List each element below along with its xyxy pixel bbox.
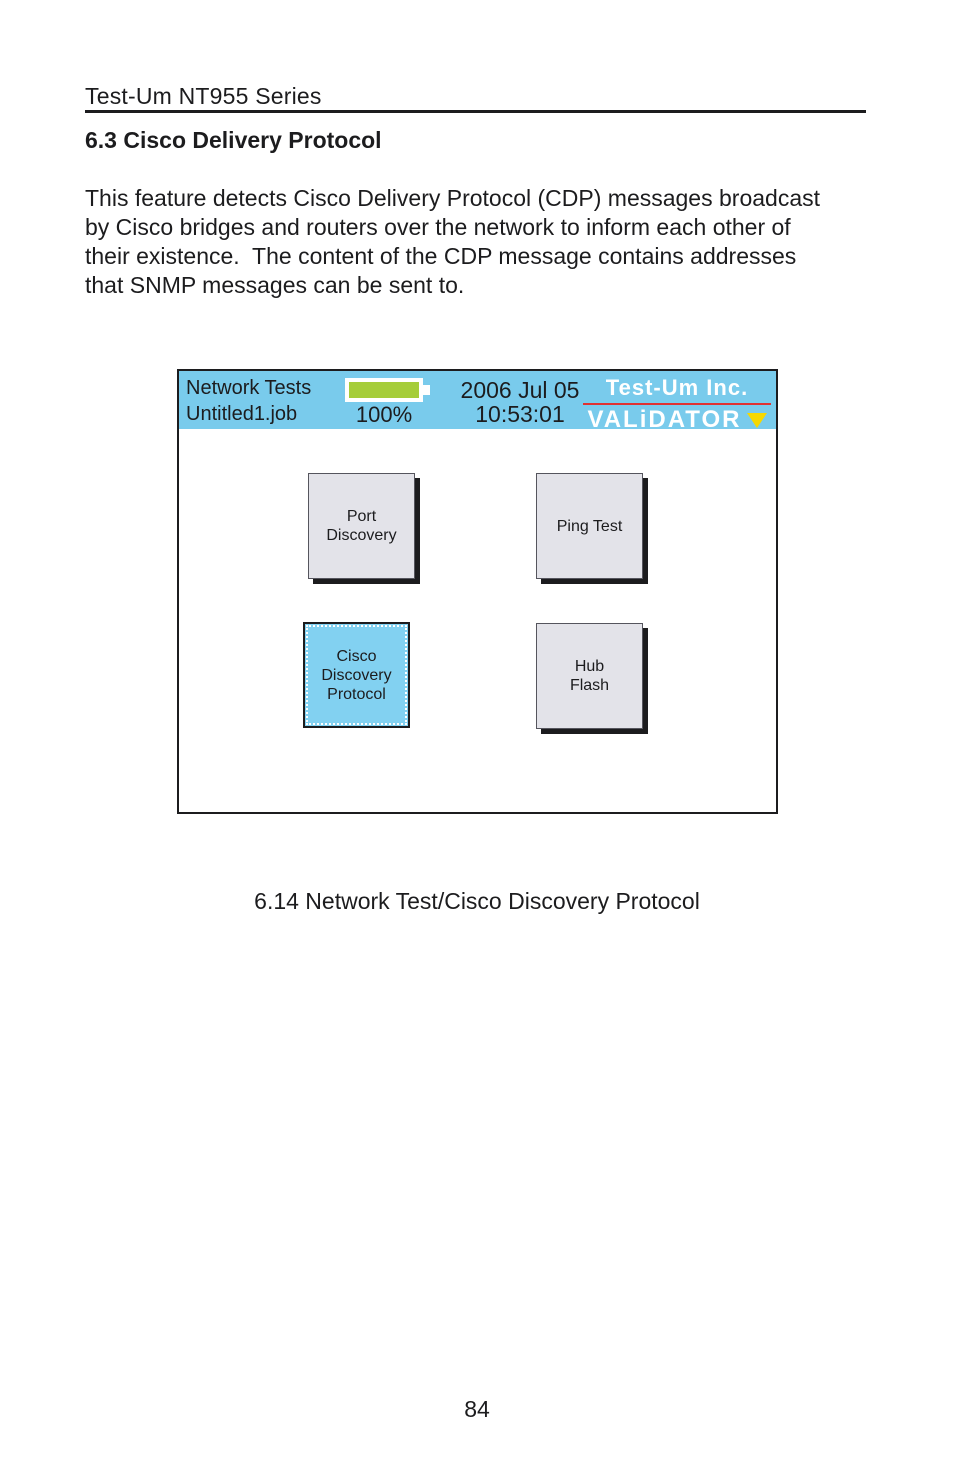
intro-line: their existence. The content of the CDP …	[85, 243, 797, 269]
page-number: 84	[464, 1396, 490, 1422]
figure-caption: 6.14 Network Test/Cisco Discovery Protoc…	[254, 888, 700, 914]
intro-paragraph: This feature detects Cisco Delivery Prot…	[85, 184, 895, 300]
screen-title: Network Tests	[186, 377, 312, 399]
header-rule	[85, 110, 866, 113]
date-text: 2006 Jul 05	[460, 377, 580, 403]
brand-logo: Test-Um Inc. VALiDATOR	[583, 375, 771, 434]
job-name: Untitled1.job	[186, 403, 298, 425]
page-header: Test-Um NT955 Series	[85, 83, 322, 109]
ping-test-button[interactable]: Ping Test	[536, 473, 643, 579]
product-name: VALiDATOR	[587, 406, 742, 433]
time-text: 10:53:01	[475, 401, 565, 427]
status-bar: Network Tests Untitled1.job 100% 2006 Ju…	[179, 371, 776, 433]
section-heading: 6.3 Cisco Delivery Protocol	[85, 127, 382, 153]
battery-percent: 100%	[355, 402, 413, 427]
down-triangle-icon	[746, 412, 767, 428]
intro-line: by Cisco bridges and routers over the ne…	[85, 214, 791, 240]
battery-full-icon	[345, 378, 430, 402]
intro-line: that SNMP messages can be sent to.	[85, 272, 465, 298]
brand-name: Test-Um Inc.	[583, 375, 771, 405]
cisco-discovery-protocol-button[interactable]: Cisco Discovery Protocol	[303, 622, 410, 728]
intro-line: This feature detects Cisco Delivery Prot…	[85, 185, 821, 211]
validator-logo: VALiDATOR	[583, 406, 771, 434]
datetime-display: 2006 Jul 05 10:53:01	[445, 377, 595, 427]
device-screenshot-frame: Network Tests Untitled1.job 100% 2006 Ju…	[177, 369, 778, 814]
hub-flash-button[interactable]: Hub Flash	[536, 623, 643, 729]
port-discovery-button[interactable]: Port Discovery	[308, 473, 415, 579]
